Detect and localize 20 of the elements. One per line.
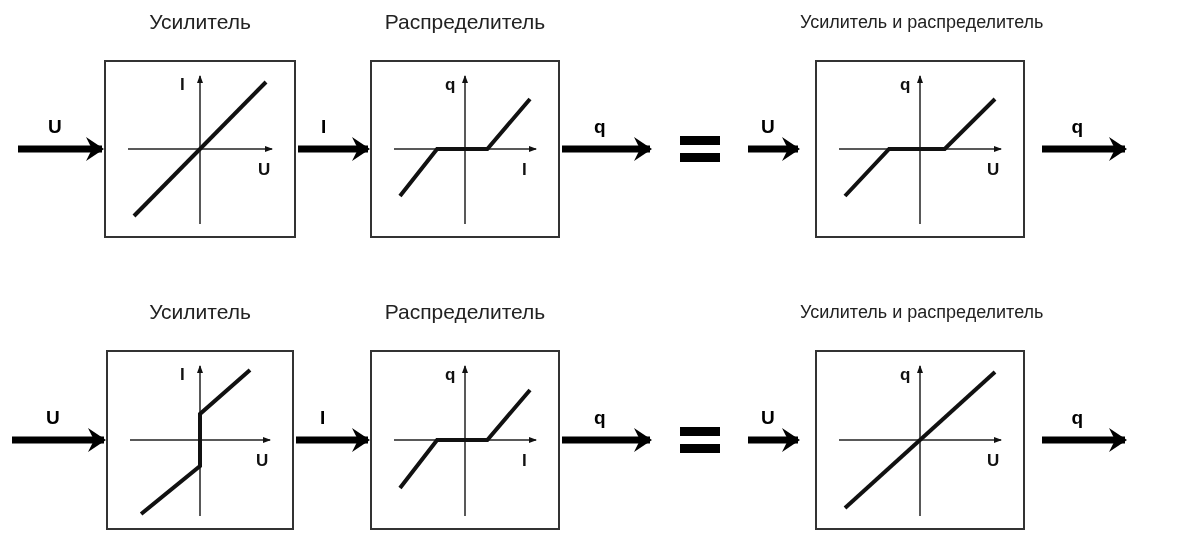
axis-label: U [987,452,1000,470]
axis-label: U [256,452,269,470]
axis-label: I [180,366,185,384]
signal-arrow [296,428,370,452]
axis-label: U [258,161,271,179]
block-title: Усилитель [148,299,252,325]
axis-label: q [445,366,456,384]
axis-label: q [445,76,456,94]
signal-arrow [562,428,652,452]
block-title: Распределитель [383,9,547,35]
signal-arrow [298,137,370,161]
signal-arrow [562,137,652,161]
block-title: Распределитель [383,299,547,325]
axis-label: I [522,452,527,470]
axis-label: q [900,76,911,94]
axis-label: U [987,161,1000,179]
axis-label: I [522,161,527,179]
axis-label: q [900,366,911,384]
axis-label: I [180,76,185,94]
block-title: Усилитель [148,9,252,35]
